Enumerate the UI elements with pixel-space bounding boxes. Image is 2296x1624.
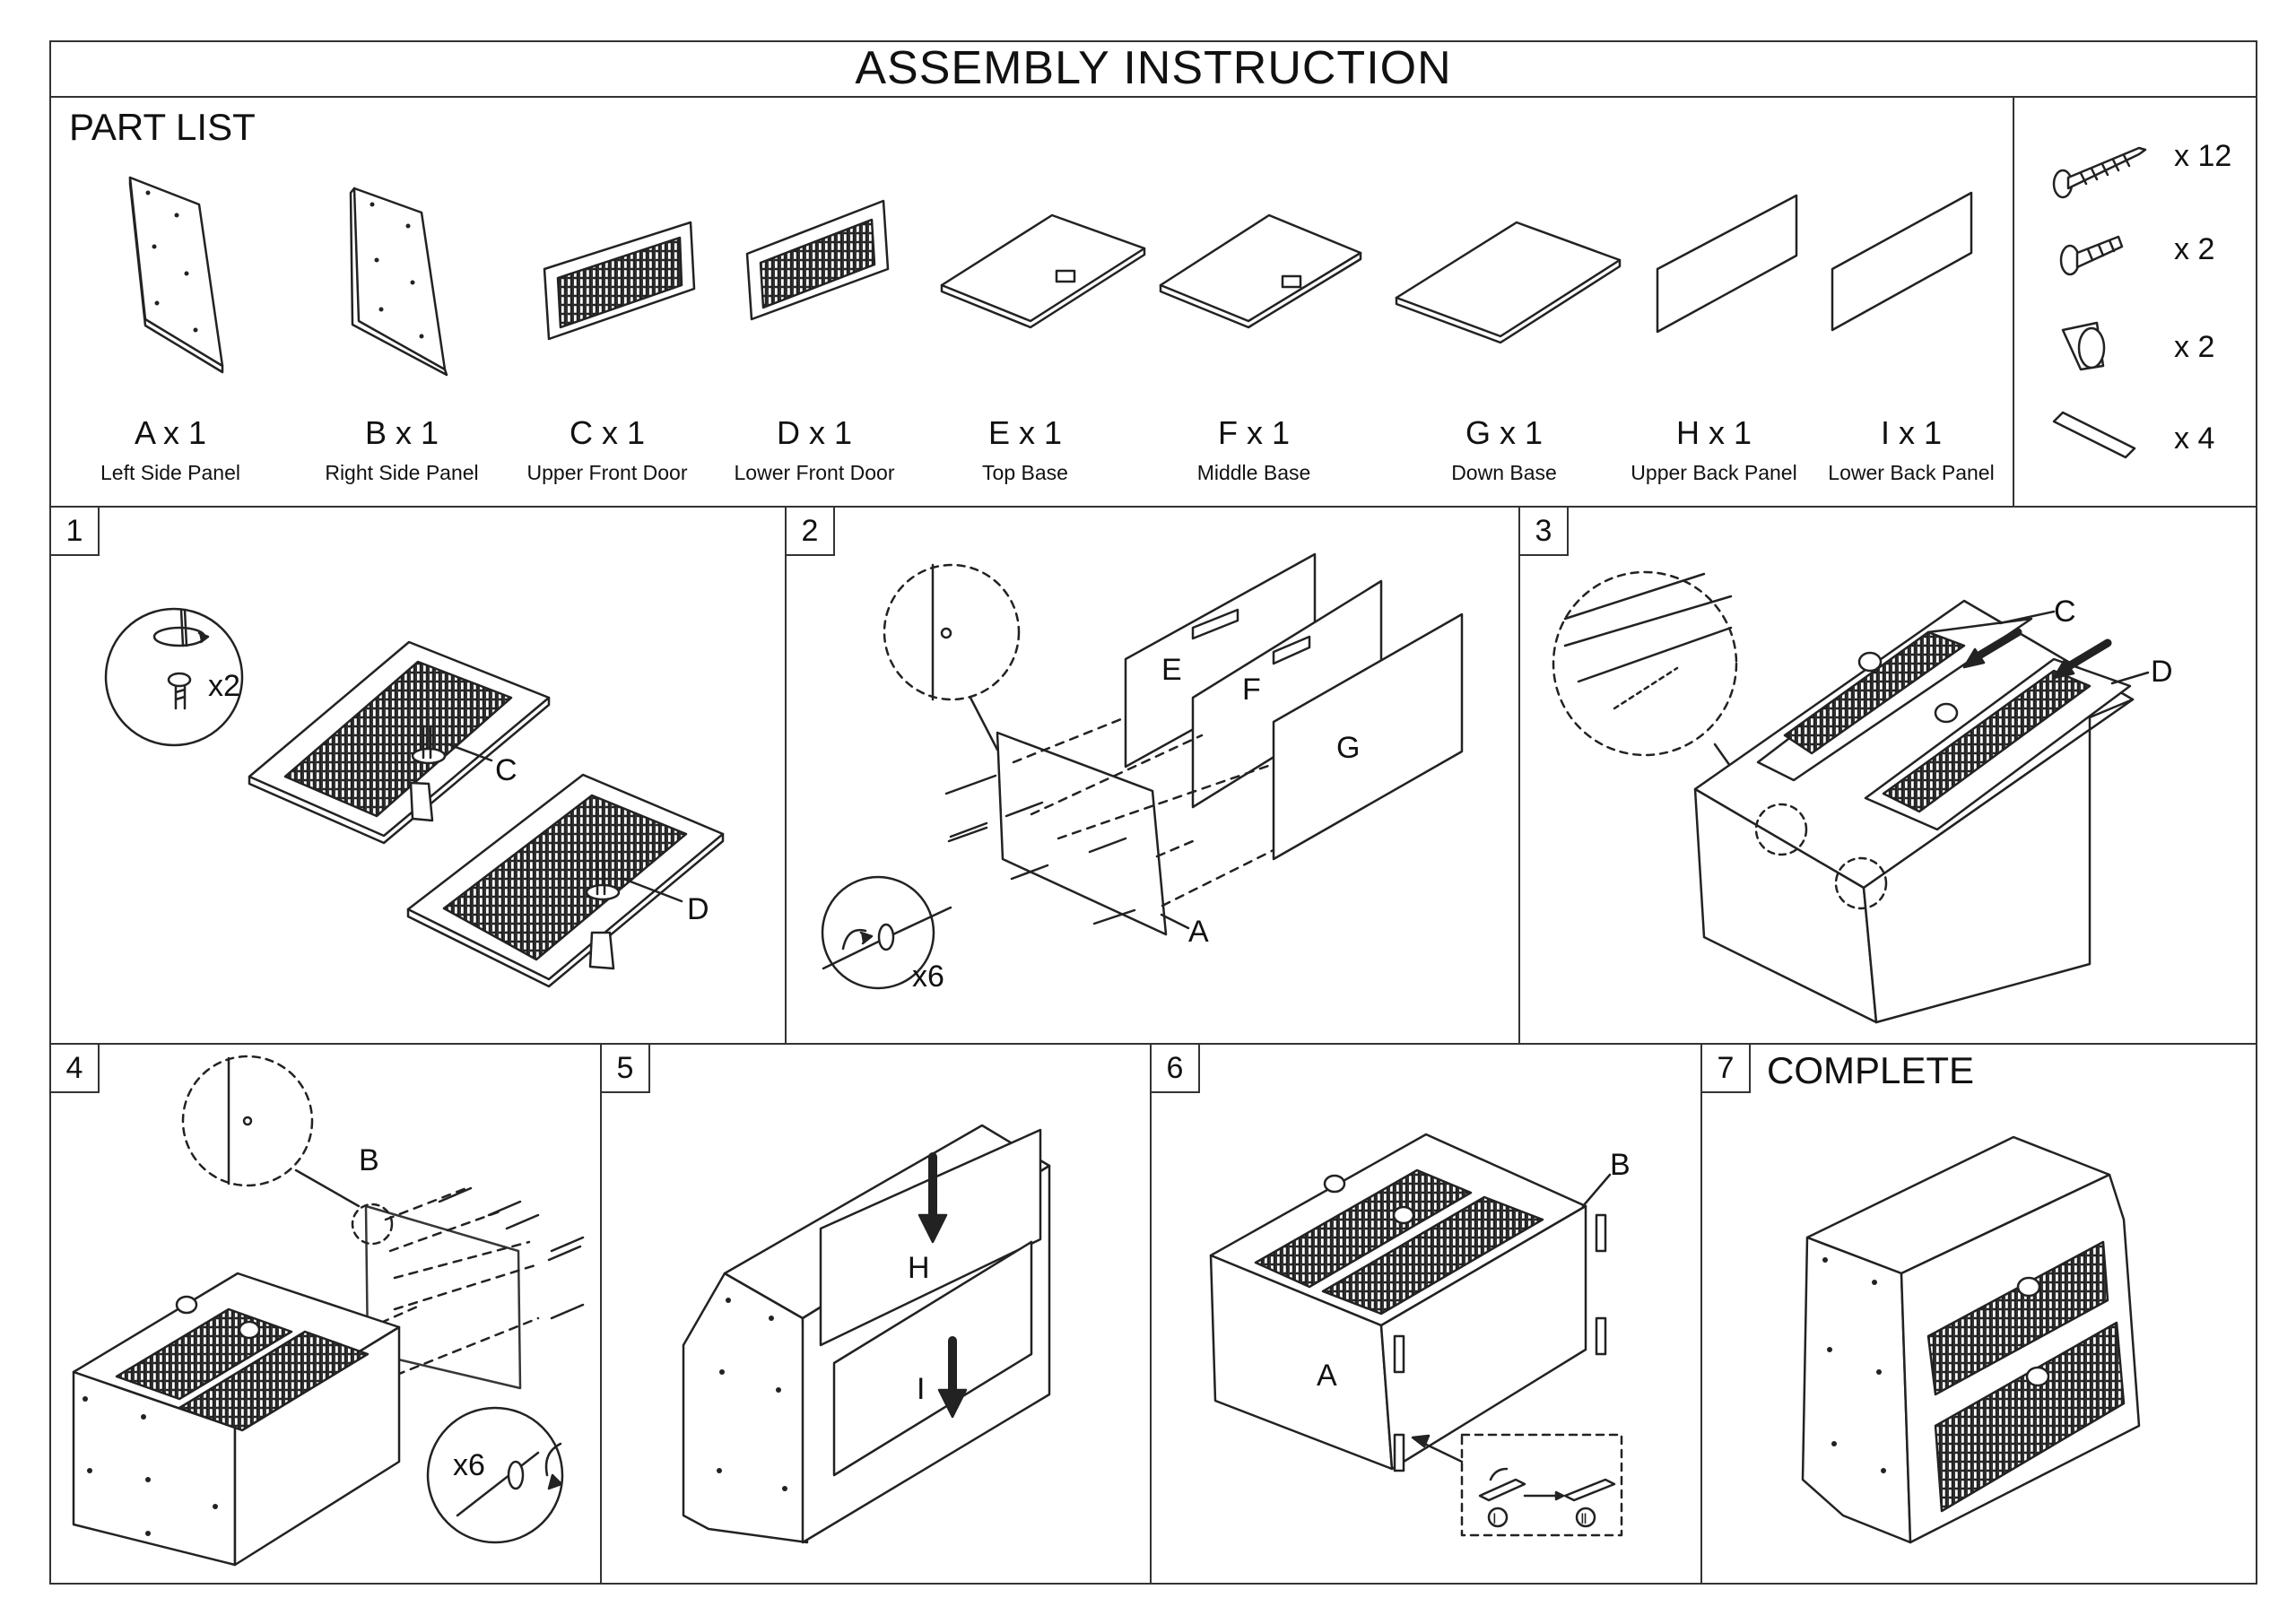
divider [49, 506, 2257, 508]
step-4-label-b: B [359, 1143, 379, 1177]
part-list-heading: PART LIST [69, 106, 256, 148]
page-title: ASSEMBLY INSTRUCTION [49, 40, 2257, 98]
part-code: I x 1 [1880, 414, 1943, 451]
part-e: E x 1 Top Base [935, 414, 1115, 485]
part-h: H x 1 Upper Back Panel [1611, 414, 1817, 485]
step-3-label-d: D [2151, 655, 2173, 689]
part-c: C x 1 Upper Front Door [509, 414, 706, 485]
step-number-4: 4 [51, 1045, 100, 1093]
step-6-substep-two: Ⅱ [1580, 1510, 1587, 1527]
part-code: C x 1 [569, 414, 646, 451]
step-1-illustration: x2 C D [104, 607, 725, 988]
complete-heading: COMPLETE [1767, 1049, 1975, 1091]
divider [2013, 98, 2014, 506]
part-code: D x 1 [776, 414, 853, 451]
part-code: H x 1 [1675, 414, 1752, 451]
step-1-label-d: D [687, 892, 709, 926]
divider [49, 1043, 2257, 1045]
hardware-qty-strip: x 4 [2174, 421, 2215, 456]
part-code: B x 1 [364, 414, 439, 451]
part-c-drawing [543, 221, 696, 341]
part-a: A x 1 Left Side Panel [81, 414, 260, 485]
part-e-drawing [940, 213, 1146, 329]
step-1-multiplier: x2 [208, 669, 240, 703]
step-6-label-b: B [1610, 1148, 1631, 1182]
step-number-7: 7 [1702, 1045, 1751, 1093]
step-6-substep-one: Ⅰ [1492, 1510, 1497, 1527]
part-d-drawing [745, 199, 890, 321]
part-f: F x 1 Middle Base [1164, 414, 1344, 485]
part-b: B x 1 Right Side Panel [312, 414, 491, 485]
step-5-label-i: I [917, 1372, 925, 1406]
hardware-qty-long-screw: x 12 [2174, 139, 2232, 173]
step-1-label-c: C [495, 753, 517, 787]
strip-icon [2052, 411, 2136, 459]
part-name: Lower Back Panel [1828, 461, 1995, 484]
step-number-3: 3 [1520, 508, 1569, 556]
part-f-drawing [1159, 213, 1362, 329]
divider [1700, 1043, 1702, 1585]
part-name: Down Base [1451, 461, 1557, 484]
part-i-drawing [1831, 191, 1973, 332]
short-screw-icon [2059, 235, 2124, 276]
knob-icon [2061, 321, 2106, 371]
divider [1518, 506, 1520, 1043]
step-4-illustration: B x6 [72, 1055, 585, 1567]
part-h-drawing [1656, 194, 1798, 334]
part-name: Right Side Panel [325, 461, 479, 484]
step-2-label-f: F [1242, 673, 1261, 707]
part-code: F x 1 [1217, 414, 1290, 451]
part-code: E x 1 [987, 414, 1063, 451]
step-4-multiplier: x6 [453, 1448, 485, 1482]
hardware-qty-knob: x 2 [2174, 330, 2215, 364]
step-2-label-e: E [1161, 653, 1182, 687]
step-number-6: 6 [1152, 1045, 1200, 1093]
step-number-2: 2 [787, 508, 835, 556]
divider [1150, 1043, 1152, 1585]
part-d: D x 1 Lower Front Door [716, 414, 913, 485]
part-code: A x 1 [134, 414, 207, 451]
part-a-drawing [128, 176, 224, 374]
part-name: Lower Front Door [734, 461, 895, 484]
part-code: G x 1 [1465, 414, 1544, 451]
part-i: I x 1 Lower Back Panel [1817, 414, 2005, 485]
step-7-illustration [1801, 1135, 2141, 1544]
part-g-drawing [1395, 221, 1622, 344]
step-number-1: 1 [51, 508, 100, 556]
step-6-label-a: A [1317, 1359, 1337, 1393]
divider [600, 1043, 602, 1585]
divider [785, 506, 787, 1043]
step-5-illustration: H I [682, 1124, 1051, 1544]
part-g: G x 1 Down Base [1414, 414, 1594, 485]
step-2-illustration: E F G A x6 [821, 552, 1464, 994]
step-5-label-h: H [908, 1251, 930, 1285]
long-screw-icon [2052, 146, 2147, 199]
step-3-label-c: C [2054, 595, 2076, 629]
part-name: Upper Front Door [526, 461, 688, 484]
part-name: Left Side Panel [100, 461, 240, 484]
hardware-qty-short-screw: x 2 [2174, 232, 2215, 266]
step-3-illustration: C D [1552, 570, 2173, 1024]
step-2-label-a: A [1188, 915, 1209, 949]
part-name: Top Base [982, 461, 1068, 484]
part-name: Middle Base [1196, 461, 1311, 484]
part-b-drawing [349, 187, 448, 377]
step-2-multiplier: x6 [912, 960, 944, 994]
part-name: Upper Back Panel [1631, 461, 1797, 484]
step-2-label-g: G [1336, 731, 1360, 765]
instruction-frame [49, 40, 2257, 1585]
step-number-5: 5 [602, 1045, 650, 1093]
step-6-illustration: B A Ⅰ Ⅱ [1209, 1133, 1631, 1537]
